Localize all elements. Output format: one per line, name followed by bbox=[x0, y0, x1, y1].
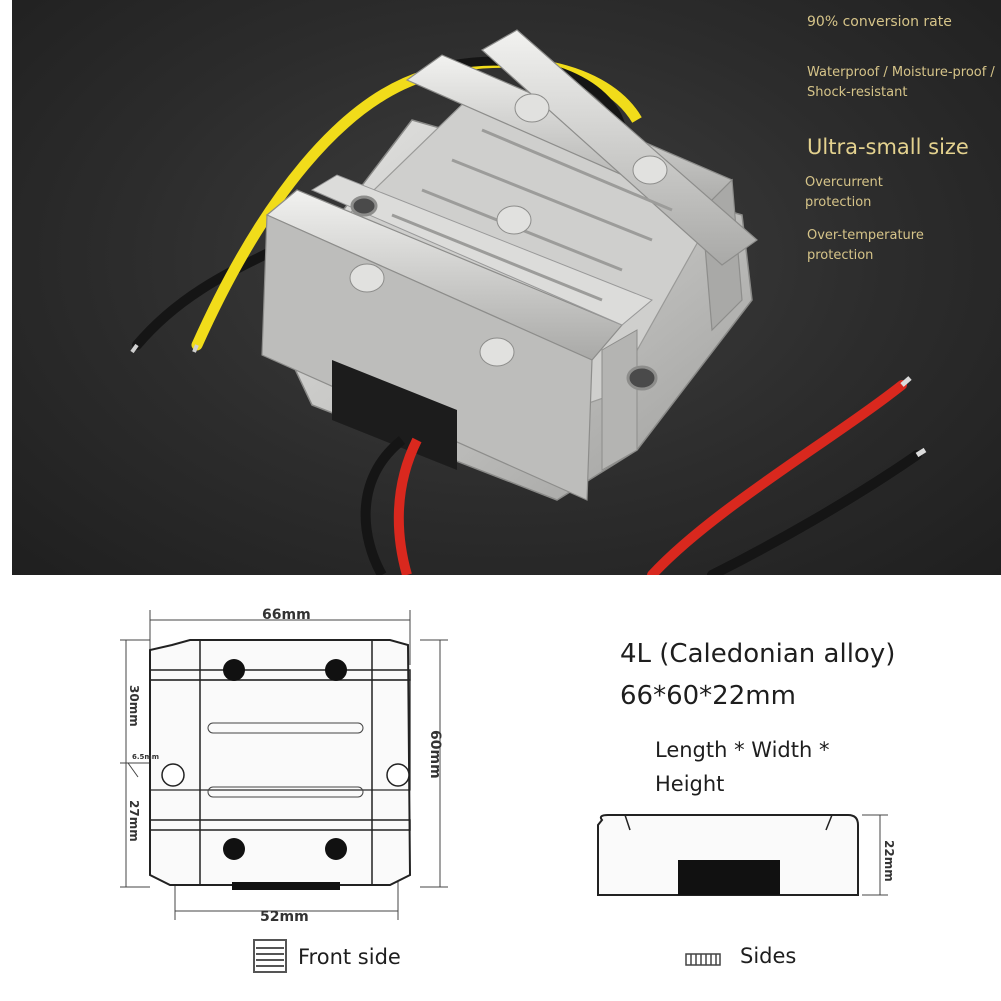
black-wire-long bbox=[707, 450, 922, 575]
cable-grommet bbox=[332, 360, 457, 470]
screw-head bbox=[496, 205, 532, 235]
front-dimension-drawing: 66mm 52mm 60mm 30mm 27mm 6.5mm bbox=[120, 607, 448, 925]
feature-size: Ultra-small size bbox=[807, 135, 969, 159]
dim-height-right: 60mm bbox=[427, 730, 443, 779]
caption-sides: Sides bbox=[740, 944, 797, 968]
black-wire-output bbox=[360, 436, 406, 575]
dim-height-upper: 30mm bbox=[127, 685, 141, 727]
screw-head bbox=[514, 93, 550, 123]
sides-icon bbox=[685, 953, 721, 966]
red-wire-long bbox=[647, 380, 907, 575]
yellow-wire-input bbox=[191, 69, 433, 351]
caption-front-side: Front side bbox=[298, 945, 401, 969]
converter-illustration bbox=[130, 29, 927, 575]
dim-width-bottom: 52mm bbox=[260, 909, 309, 925]
screw-head bbox=[349, 263, 385, 293]
dim-hole: 6.5mm bbox=[132, 753, 159, 761]
screw-head bbox=[632, 155, 668, 185]
feature-overtemp: Over-temperature protection bbox=[807, 228, 924, 263]
feature-conversion: 90% conversion rate bbox=[807, 14, 952, 30]
side-dimension-drawing: 22mm bbox=[597, 814, 896, 896]
mounting-hole bbox=[350, 195, 378, 217]
front-side-icon bbox=[253, 939, 287, 973]
feature-overcurrent: Overcurrent protection bbox=[805, 175, 883, 210]
dim-width-top: 66mm bbox=[262, 607, 311, 623]
red-wire-output bbox=[393, 437, 422, 575]
dim-height-side: 22mm bbox=[882, 840, 896, 882]
dim-height-lower: 27mm bbox=[127, 800, 141, 842]
feature-waterproof: Waterproof / Moisture-proof / Shock-resi… bbox=[807, 65, 995, 100]
product-photo: 90% conversion rate Waterproof / Moistur… bbox=[12, 0, 1001, 575]
mounting-hole bbox=[626, 365, 658, 391]
spec-legend: Length * Width * Height bbox=[655, 738, 830, 796]
screw-head bbox=[479, 337, 515, 367]
spec-dimensions: 4L (Caledonian alloy) 66*60*22mm bbox=[620, 639, 896, 711]
